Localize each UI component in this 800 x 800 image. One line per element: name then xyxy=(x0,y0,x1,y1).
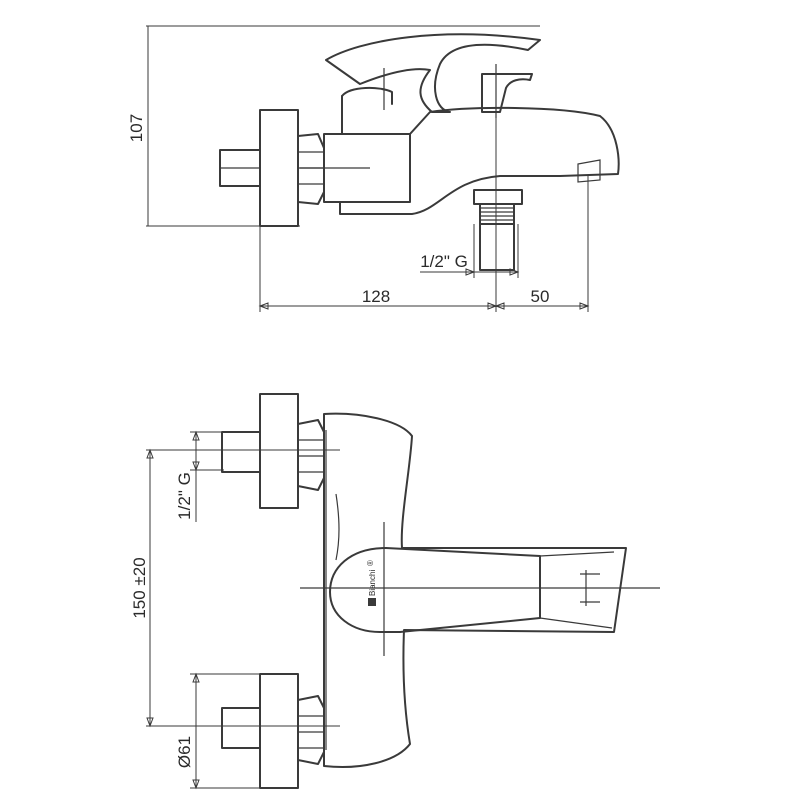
brand-name: Bianchi xyxy=(368,570,377,596)
dimension-thread-side-label: 1/2" G xyxy=(175,472,194,520)
front-lever-arm xyxy=(385,547,541,633)
brand-logo: Bianchi ® xyxy=(366,560,377,606)
brand-logo-square xyxy=(368,598,376,606)
side-view xyxy=(219,33,620,271)
front-dimensions: 150 ±20 1/2" G Ø61 xyxy=(130,430,340,790)
side-outlet-thread xyxy=(479,203,515,225)
dimension-spout-label: 50 xyxy=(531,287,550,306)
side-spout xyxy=(341,95,620,177)
front-upper-nut xyxy=(297,419,325,491)
side-body-sweep xyxy=(339,175,561,215)
side-wall-flange xyxy=(259,109,299,227)
front-upper-flange xyxy=(259,393,299,509)
dimension-thread-top-label: 1/2" G xyxy=(420,252,468,271)
dimension-centers-label: 150 ±20 xyxy=(130,557,149,618)
side-hex-nut xyxy=(297,133,325,205)
dimension-offset-label: 128 xyxy=(362,287,390,306)
side-cartridge-cap xyxy=(481,73,533,113)
front-upper-inlet xyxy=(221,431,261,473)
dimension-height-label: 107 xyxy=(127,114,146,142)
brand-registered-mark: ® xyxy=(366,560,375,566)
front-lower-flange xyxy=(259,673,299,789)
front-view: Bianchi ® xyxy=(221,393,660,789)
front-lower-nut xyxy=(297,695,325,765)
front-main-body xyxy=(323,412,627,768)
side-dimensions: 107 128 50 1/2" G xyxy=(127,25,590,312)
side-diverter-collar xyxy=(473,189,523,205)
front-lower-inlet xyxy=(221,707,261,749)
front-handle-hub xyxy=(329,547,401,633)
side-lever-handle xyxy=(325,33,541,113)
dimension-diameter-label: Ø61 xyxy=(175,736,194,768)
